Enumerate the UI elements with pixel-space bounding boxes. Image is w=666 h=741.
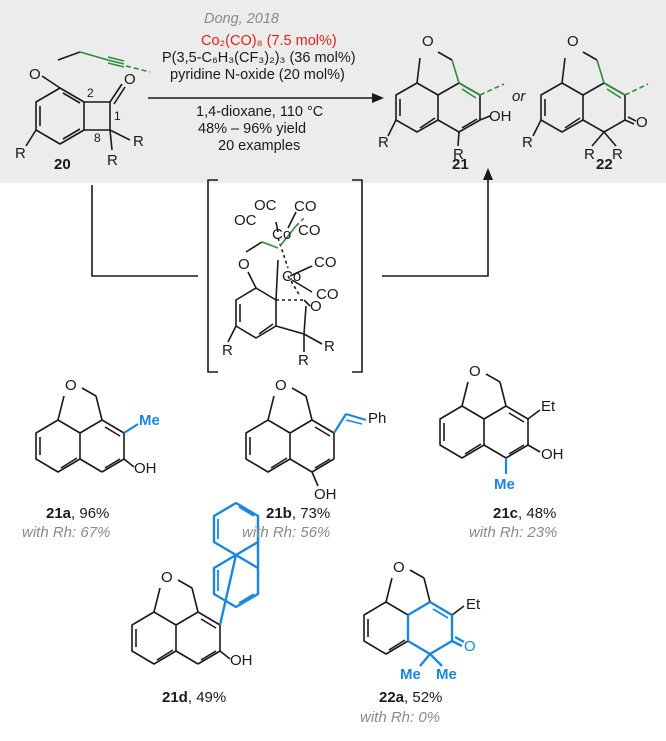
- mechanism-flow: [91, 168, 493, 277]
- atom-label: O: [393, 559, 405, 576]
- ligand-label: CO: [316, 286, 339, 303]
- substrate-label: 20: [54, 156, 71, 173]
- atom-label: O: [636, 114, 648, 131]
- atom-label: O: [310, 298, 322, 315]
- ligand-label: CO: [298, 222, 321, 239]
- compound-21d-structure: [131, 579, 231, 665]
- atom-label: O: [124, 71, 136, 88]
- atom-label: O: [567, 33, 579, 50]
- atom-label: R: [453, 146, 464, 163]
- ligand-label: CO: [294, 198, 317, 215]
- ligand-label: CO: [314, 254, 337, 271]
- atom-label: OH: [134, 460, 157, 477]
- atom-label: O: [422, 33, 434, 50]
- atom-label: R: [584, 146, 595, 163]
- caption-21d: 21d, 49%: [162, 689, 227, 706]
- atom-label: O: [65, 377, 77, 394]
- atom-label: R: [324, 338, 335, 355]
- methyl-substituent: Me: [139, 412, 160, 429]
- caption-22a: 22a, 52%: [379, 689, 443, 706]
- atom-label: R: [612, 146, 623, 163]
- atom-label: Ph: [368, 410, 387, 427]
- position-label: 8: [94, 131, 101, 145]
- atom-label: OH: [489, 108, 512, 125]
- cobalt-intermediate-structure: [227, 211, 323, 352]
- methyl-substituent: Me: [436, 666, 457, 683]
- rh-yield-21c: with Rh: 23%: [469, 524, 558, 541]
- atom-label: OH: [230, 652, 253, 669]
- atom-label: O: [238, 256, 250, 273]
- rh-yield-22a: with Rh: 0%: [360, 709, 441, 726]
- compound-21c-structure: [439, 373, 541, 459]
- ligand-loading: P(3,5-C₆H₃(CF₃)₂)₃ (36 mol%): [162, 50, 356, 66]
- metal-label: Co: [282, 268, 302, 285]
- atom-label: OH: [314, 486, 337, 503]
- position-label: 1: [114, 109, 121, 123]
- product-22-structure: [532, 51, 637, 147]
- caption-21c: 21c, 48%: [493, 505, 557, 522]
- ligand-label: OC: [254, 197, 277, 214]
- compound-21a-structure: [35, 387, 135, 473]
- atom-label: Et: [541, 398, 556, 415]
- atom-label: O: [275, 377, 287, 394]
- atom-label: R: [378, 134, 389, 151]
- atom-label: O: [29, 66, 41, 83]
- atom-label: O: [469, 363, 481, 380]
- caption-21b: 21b, 73%: [266, 505, 331, 522]
- compound-21b-structure: [245, 387, 335, 487]
- caption-21a: 21a, 96%: [46, 505, 110, 522]
- naphthyl-group: [212, 501, 260, 626]
- additive-loading: pyridine N-oxide (20 mol%): [170, 67, 345, 83]
- right-bracket: [352, 179, 363, 373]
- conditions-banner: [0, 0, 666, 183]
- alkyne-tether: [79, 51, 125, 68]
- atom-label: R: [15, 145, 26, 162]
- atom-label: R: [298, 352, 309, 369]
- atom-label: R: [133, 133, 144, 150]
- rh-yield-21b: with Rh: 56%: [242, 524, 331, 541]
- left-bracket: [207, 179, 218, 373]
- atom-label: O: [161, 569, 173, 586]
- atom-label: R: [222, 342, 233, 359]
- example-count: 20 examples: [218, 138, 301, 154]
- product-21-label: 21: [452, 156, 469, 173]
- methyl-substituent: Me: [400, 666, 421, 683]
- atom-label: Et: [466, 596, 481, 613]
- catalyst-loading: Co₂(CO)₈ (7.5 mol%): [201, 33, 337, 49]
- carbonyl-oxygen: O: [464, 638, 476, 655]
- position-label: 2: [87, 86, 94, 100]
- product-22-label: 22: [596, 156, 613, 173]
- atom-label: R: [107, 152, 118, 169]
- methyl-substituent: Me: [494, 476, 515, 493]
- substrate-20-structure: [25, 51, 131, 151]
- citation: Dong, 2018: [204, 11, 279, 27]
- ligand-label: OC: [234, 212, 257, 229]
- solvent-temperature: 1,4-dioxane, 110 °C: [196, 104, 324, 120]
- or-connector: or: [512, 88, 526, 105]
- product-21-structure: [387, 51, 491, 147]
- atom-label: R: [522, 134, 533, 151]
- atom-label: OH: [541, 446, 564, 463]
- yield-range: 48% – 96% yield: [198, 121, 307, 137]
- metal-label: Co: [272, 226, 292, 243]
- rh-yield-21a: with Rh: 67%: [22, 524, 111, 541]
